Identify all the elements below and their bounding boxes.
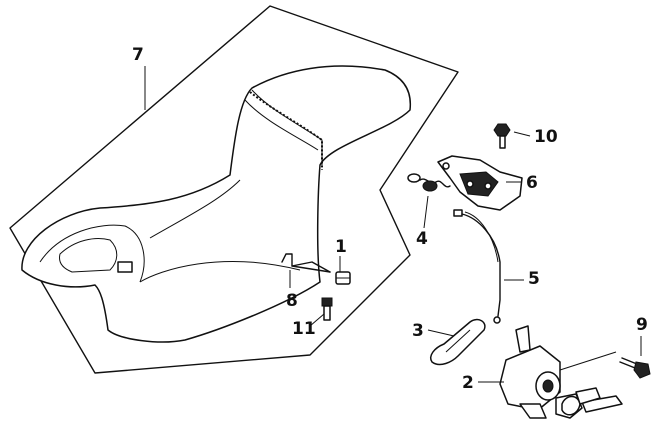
leader-10 (513, 131, 531, 137)
callout-8: 8 (286, 291, 298, 311)
leader-3 (427, 329, 455, 337)
seat-lock-assembly (499, 325, 561, 419)
screw-9 (619, 357, 651, 379)
bolt-11 (321, 297, 333, 321)
leader-11 (309, 313, 325, 327)
callout-2: 2 (462, 373, 474, 393)
seat-lock-cable (453, 209, 501, 324)
callout-7: 7 (132, 45, 144, 65)
seat (21, 65, 412, 343)
callout-5: 5 (528, 269, 540, 289)
leader-screw-lock (559, 351, 617, 371)
callout-1: 1 (335, 237, 347, 257)
leader-4 (423, 195, 429, 229)
seat-group-boundary (9, 5, 459, 374)
holder-plate (430, 318, 486, 366)
callout-10: 10 (534, 127, 558, 147)
callout-9: 9 (636, 315, 648, 335)
callout-4: 4 (416, 229, 428, 249)
callout-3: 3 (412, 321, 424, 341)
bolt-10 (493, 123, 511, 149)
seat-lock-bracket (437, 155, 523, 211)
callout-6: 6 (526, 173, 538, 193)
seat-strap-dots (249, 91, 323, 170)
seat-hook (281, 253, 331, 273)
collar (335, 271, 351, 285)
keys (555, 387, 623, 419)
spring (407, 173, 451, 192)
callout-11: 11 (292, 319, 316, 339)
